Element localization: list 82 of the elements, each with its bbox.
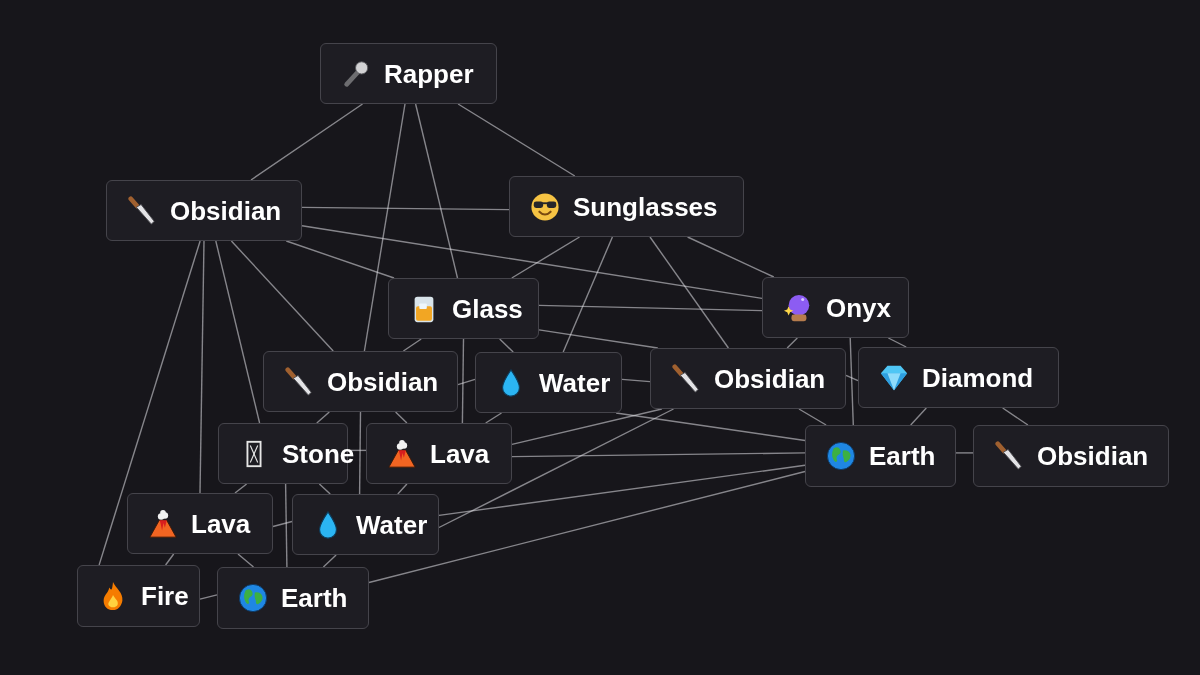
connector-line <box>786 337 798 349</box>
element-name: Water <box>356 509 428 540</box>
connector-line <box>285 240 395 279</box>
connector-line <box>414 103 459 279</box>
connector-line <box>397 483 408 495</box>
element-card <box>650 348 846 409</box>
element-name: Sunglasses <box>573 191 718 222</box>
connector-line <box>250 103 364 181</box>
connector-line <box>230 240 334 352</box>
element-name: Lava <box>430 438 490 469</box>
element-card <box>292 494 439 555</box>
connector-line <box>849 337 854 426</box>
connector-line <box>499 338 514 353</box>
connector-line <box>316 411 330 424</box>
element-name: Obsidian <box>170 195 282 226</box>
connector-line <box>511 408 663 446</box>
connector-line <box>887 337 907 348</box>
connector-line <box>272 520 293 528</box>
element-card <box>475 352 622 413</box>
connector-line <box>511 236 581 279</box>
element-name: Onyx <box>826 292 892 323</box>
connector-line <box>461 338 465 424</box>
connector-line <box>199 594 218 600</box>
connector-line <box>363 103 406 352</box>
connector-line <box>511 452 806 458</box>
connector-line <box>798 408 827 426</box>
element-name: Diamond <box>922 362 1034 393</box>
element-name: Glass <box>452 293 523 324</box>
connector-line <box>538 304 763 312</box>
element-card <box>388 278 539 339</box>
element-card <box>366 423 512 484</box>
element-name: Stone <box>282 438 355 469</box>
connector-line <box>301 206 510 211</box>
element-name: Water <box>539 367 611 398</box>
connector-line <box>199 240 205 494</box>
element-card <box>263 351 458 412</box>
connector-line <box>368 470 806 584</box>
element-name: Rapper <box>384 58 474 89</box>
element-card <box>805 425 956 487</box>
connector-line <box>955 452 974 454</box>
element-card <box>973 425 1169 487</box>
element-name: Obsidian <box>1037 441 1149 471</box>
connector-line <box>215 240 261 424</box>
element-card <box>217 567 369 629</box>
connector-line <box>438 408 675 529</box>
element-name: Earth <box>281 583 348 613</box>
connector-line <box>438 464 806 517</box>
connector-line <box>485 412 503 424</box>
element-card <box>127 493 273 554</box>
connector-line <box>98 240 201 566</box>
connector-line <box>164 553 175 566</box>
connector-line <box>301 225 763 300</box>
connector-line <box>284 483 288 568</box>
connector-line <box>615 412 806 442</box>
element-card <box>77 565 200 627</box>
connector-line <box>457 103 576 177</box>
element-card <box>509 176 744 237</box>
element-card <box>858 347 1059 408</box>
connector-line <box>686 236 775 278</box>
element-card <box>320 43 497 104</box>
connector-line <box>538 329 659 349</box>
element-name: Lava <box>191 508 251 539</box>
connector-line <box>318 483 331 495</box>
connector-line <box>237 553 255 568</box>
connector-line <box>649 236 730 349</box>
connector-line <box>394 411 408 424</box>
connector-line <box>322 554 337 568</box>
connector-line <box>845 374 859 382</box>
element-name: Earth <box>869 441 936 471</box>
connector-line <box>457 378 476 386</box>
element-name: Obsidian <box>327 366 439 397</box>
element-card <box>106 180 302 241</box>
connector-line <box>562 236 614 353</box>
connector-line <box>402 338 422 352</box>
connector-line <box>1002 407 1029 426</box>
connector-line <box>234 483 248 494</box>
element-name: Obsidian <box>714 363 826 394</box>
connector-line <box>358 411 362 495</box>
connector-line <box>621 378 651 383</box>
element-name: Fire <box>141 581 189 611</box>
connector-line <box>910 407 927 426</box>
element-card <box>762 277 909 338</box>
